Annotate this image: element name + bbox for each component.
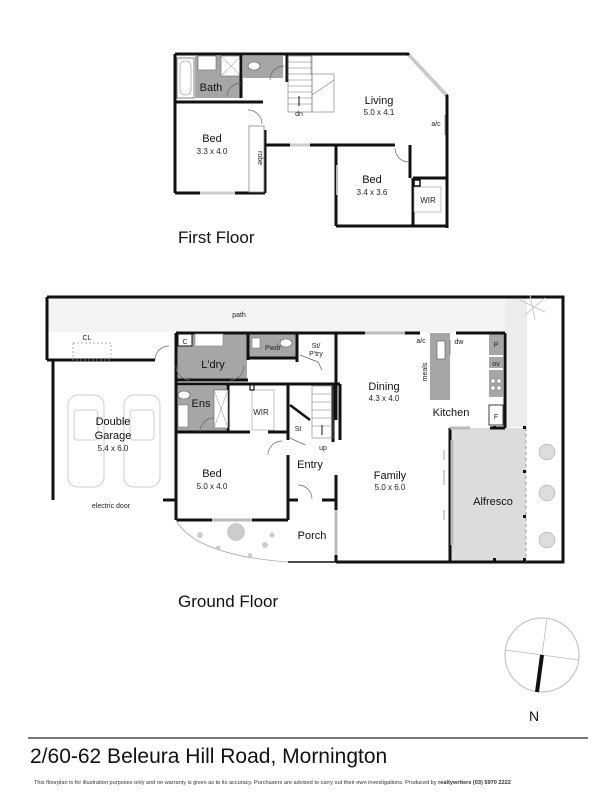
oven-label: ov (492, 361, 500, 368)
room-dim-bed1: 3.3 x 4.0 (197, 147, 228, 156)
room-dim-dining: 4.3 x 4.0 (369, 394, 400, 403)
north-label: N (529, 708, 540, 724)
compass-icon (504, 617, 580, 693)
room-label-bed-ground: Bed (202, 468, 222, 480)
closet-label: C (182, 339, 187, 346)
footer-divider (28, 737, 588, 739)
disclaimer-body: This floorplan is for illustration purpo… (34, 780, 437, 786)
room-label-bath: Bath (200, 82, 223, 94)
stairs-up-label: up (319, 445, 327, 452)
room-label-ensuite: Ens (192, 398, 211, 410)
room-dim-living: 5.0 x 4.1 (364, 108, 395, 117)
room-label-laundry: L'dry (201, 359, 225, 371)
room-label-wir-ground: WIR (253, 408, 269, 417)
room-label-family: Family (374, 470, 407, 482)
room-dim-bed-ground: 5.0 x 4.0 (197, 482, 228, 491)
room-label-dining: Dining (368, 381, 399, 393)
ac-label-ground: a/c (416, 338, 426, 345)
path-label: path (232, 312, 246, 319)
room-label-living: Living (365, 95, 394, 107)
room-label-powder: Pwdr (265, 345, 282, 352)
disclaimer-text: This floorplan is for illustration purpo… (34, 780, 511, 786)
room-label-pantry: P'try (309, 351, 323, 358)
room-label-porch: Porch (298, 530, 327, 542)
clothesline-label: CL (83, 335, 92, 342)
stairs-down-label: dn (295, 111, 303, 118)
dishwasher-label: dw (455, 339, 465, 346)
room-label-garage-1: Double (96, 416, 131, 428)
ground-floor-plan: path CL C L'dry Pwdr St/ P'try Double Ga… (45, 294, 565, 564)
room-label-wir-first: WIR (420, 196, 436, 205)
room-label-bed1: Bed (202, 133, 222, 145)
room-dim-bed2: 3.4 x 3.6 (357, 188, 388, 197)
room-label-bed2: Bed (362, 174, 382, 186)
room-label-store: St/ (312, 343, 321, 350)
producer-credit: realtywriters (03) 5970 2222 (438, 780, 511, 786)
property-address: 2/60-62 Beleura Hill Road, Mornington (30, 745, 388, 768)
electric-door-label: electric door (92, 503, 131, 510)
fridge-label: F (494, 414, 498, 421)
pantry-p-label: P (494, 342, 499, 349)
meals-label: meals (422, 362, 429, 381)
robe-label: robe (256, 151, 263, 165)
room-label-alfresco: Alfresco (473, 496, 513, 508)
first-floor-plan: Bath Living 5.0 x 4.1 Bed 3.3 x 4.0 Bed … (173, 52, 449, 228)
alfresco-floor (450, 428, 526, 562)
room-label-entry: Entry (297, 459, 323, 471)
room-dim-garage: 5.4 x 6.0 (98, 444, 129, 453)
first-floor-title: First Floor (178, 228, 255, 247)
room-label-kitchen: Kitchen (433, 407, 470, 419)
ground-floor-title: Ground Floor (178, 592, 279, 611)
room-label-garage-2: Garage (95, 430, 132, 442)
room-label-st: St (295, 426, 302, 433)
room-dim-family: 5.0 x 6.0 (375, 483, 406, 492)
wc-floor (243, 56, 283, 78)
ac-label-first: a/c (431, 121, 441, 128)
